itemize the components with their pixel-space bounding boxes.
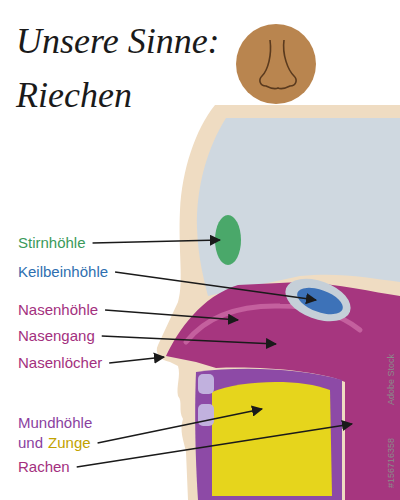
sphenoid-bone (280, 271, 357, 330)
part-label: Nasenlöcher (18, 354, 102, 372)
part-label: Nasenhöhle (18, 301, 98, 319)
leader-arrow (98, 409, 262, 443)
lower-teeth (198, 404, 214, 426)
part-label: Mundhöhle (18, 414, 92, 432)
head-skin (157, 105, 400, 500)
upper-teeth (198, 374, 214, 394)
nose-icon (236, 24, 316, 104)
sphenoid-sinus (294, 282, 347, 319)
nasal-cavity (166, 282, 400, 500)
leader-arrow (109, 357, 164, 363)
part-label: Nasengang (18, 327, 95, 345)
part-label: und (18, 434, 43, 452)
part-label: Rachen (18, 458, 70, 476)
leader-arrow (93, 240, 220, 243)
tongue (212, 382, 332, 496)
leader-arrow (77, 424, 352, 467)
part-label: Stirnhöhle (18, 234, 86, 252)
nose-icon-lines (260, 40, 296, 89)
skull-bone (197, 118, 400, 296)
part-label: Keilbeinhöhle (18, 263, 108, 281)
part-label: Zunge (48, 434, 91, 452)
title: Unsere Sinne: Riechen (16, 14, 231, 122)
watermark: Adobe Stock (386, 354, 397, 405)
leader-arrow (102, 336, 276, 344)
leader-arrow (105, 310, 238, 320)
watermark: #156716358 (386, 438, 397, 488)
leader-arrow (115, 272, 316, 300)
oral-cavity (195, 369, 342, 500)
